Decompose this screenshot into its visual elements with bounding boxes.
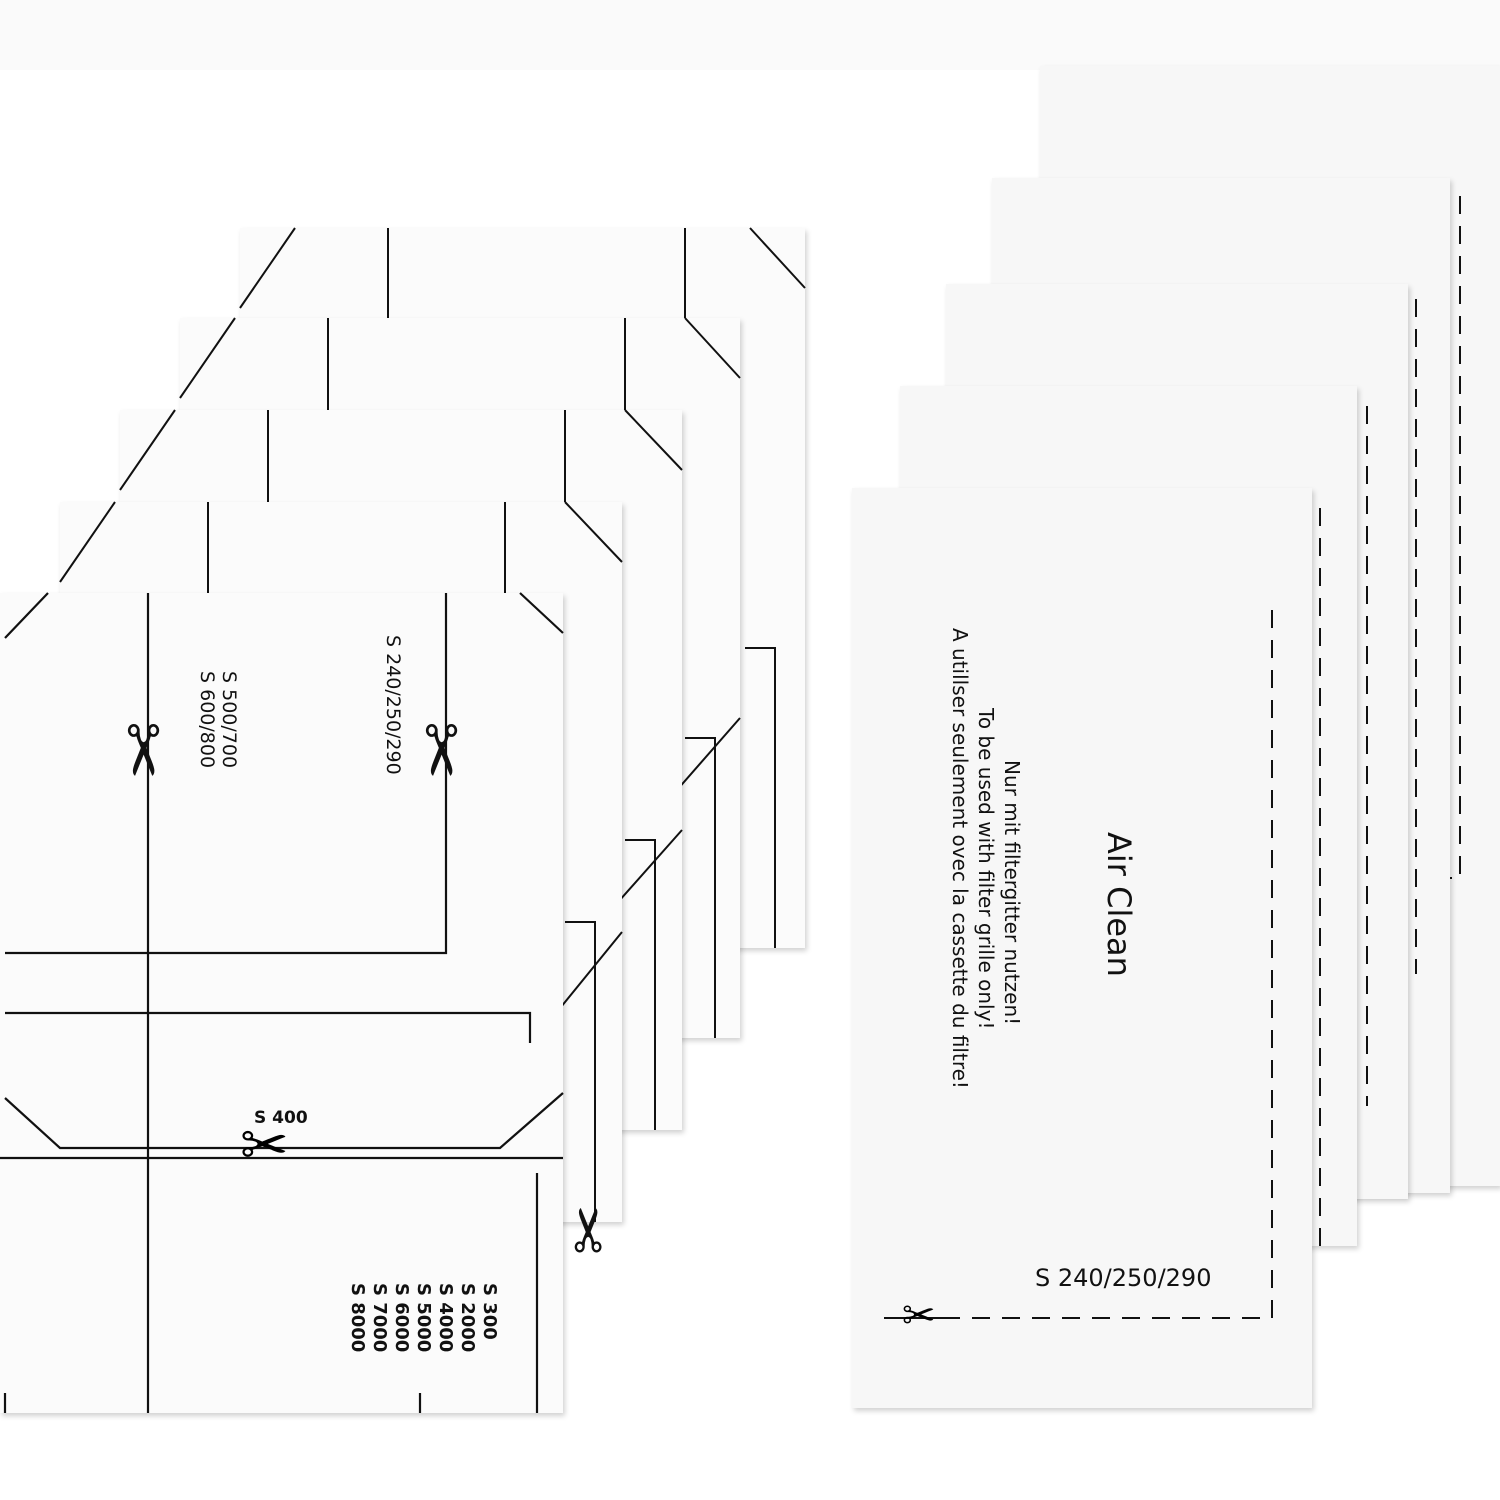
- dashed-cut-line: [1366, 406, 1368, 1106]
- filter-sheet-right-front: ✂ Air Clean Nur mit filtergitter nutzen!…: [852, 488, 1321, 1408]
- model-label: S 2000: [457, 1283, 478, 1353]
- scissors-icon: ✂: [902, 1293, 936, 1339]
- model-label: S 7000: [369, 1283, 390, 1353]
- product-title: Air Clean: [1100, 832, 1138, 977]
- model-label: S 500/700: [218, 671, 240, 769]
- dashed-cut-line: [1450, 196, 1461, 879]
- model-label: S 300: [479, 1283, 500, 1340]
- scissors-icon: ✂: [555, 1204, 625, 1255]
- model-label-s240: S 240/250/290: [382, 635, 404, 775]
- model-list: S 300 S 2000 S 4000 S 5000 S 6000 S 7000…: [346, 1283, 500, 1352]
- filter-sheet-left-front: ✂ ✂ ✂ ✂ S 500/700 S 600/800 S 240/250/29…: [0, 592, 625, 1413]
- model-label: S 4000: [435, 1283, 456, 1353]
- model-label-s500-s600: S 500/700 S 600/800: [196, 671, 240, 768]
- model-label: S 5000: [413, 1283, 434, 1353]
- usage-note-de: Nur mit filtergitter nutzen!: [1000, 760, 1024, 1026]
- usage-note-en: To be used with filter grille only!: [974, 708, 998, 1030]
- dashed-cut-line: [884, 508, 1321, 1319]
- model-label: S 600/800: [196, 671, 218, 769]
- scissors-icon: ✂: [101, 721, 183, 780]
- cut-lines: [0, 592, 564, 1413]
- scissors-icon: ✂: [240, 1111, 289, 1179]
- model-label: S 6000: [391, 1283, 412, 1353]
- usage-note-fr: A utillser seulement ovec la cassette du…: [948, 628, 972, 1089]
- model-label: S 8000: [347, 1283, 368, 1353]
- scissors-icon: ✂: [399, 721, 481, 780]
- model-label-s400: S 400: [254, 1108, 308, 1128]
- model-label: S 240/250/290: [1035, 1264, 1212, 1292]
- background-top-band: [0, 0, 1500, 70]
- dashed-cut-line: [1415, 299, 1417, 974]
